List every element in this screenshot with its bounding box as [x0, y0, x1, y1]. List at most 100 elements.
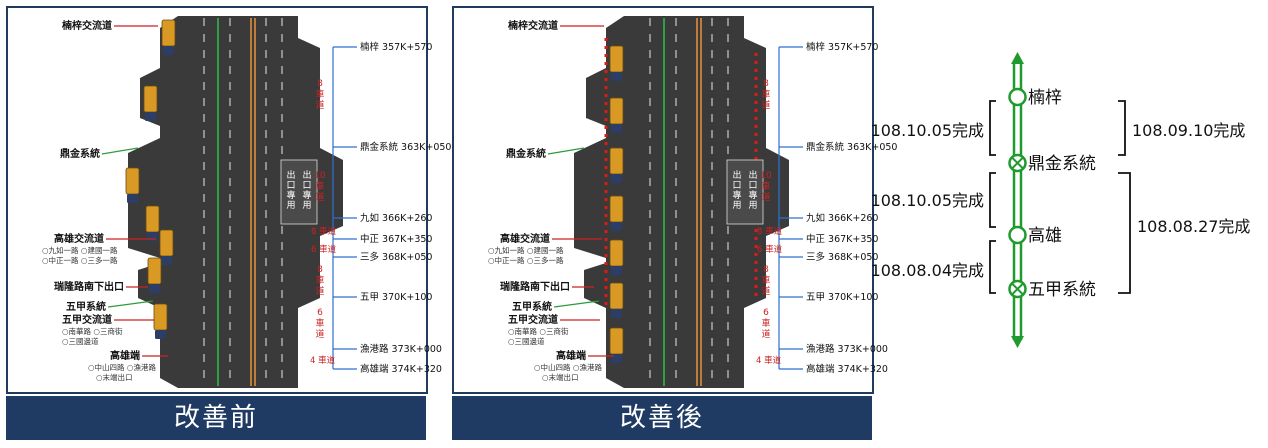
left-span-1-label: 108.10.05完成 — [871, 121, 984, 140]
label-kaohsiung-end-sub2: ○末端出口 — [96, 372, 133, 382]
road-right-bulge — [766, 148, 789, 236]
truck-6-cab — [611, 354, 622, 363]
station-label-nanzi: 楠梓 — [1028, 88, 1062, 108]
label-km-zhongzheng: 中正 367K+350 — [806, 233, 878, 245]
label-wujia-ic: 五甲交流道 — [508, 313, 558, 326]
label-km-dingjin: 鼎金系統 363K+050 — [360, 141, 451, 153]
label-km-nanzi: 楠梓 357K+570 — [360, 41, 432, 53]
right-span-2-label: 108.08.27完成 — [1137, 217, 1250, 236]
label-km-yugang: 漁港路 373K+000 — [806, 343, 888, 355]
station-label-wujia: 五甲系統 — [1028, 280, 1096, 300]
label-wujia-ic-sub2: ○三國邊道 — [508, 336, 545, 346]
exit-only-label-a: 出口專用 — [286, 169, 295, 211]
label-wujia-sys: 五甲系統 — [512, 300, 552, 313]
label-kaohsiung-ic: 高雄交流道 — [54, 232, 104, 245]
road-right-bulge — [320, 148, 343, 236]
after-caption: 改善後 — [452, 396, 872, 440]
truck-5-cab — [149, 284, 160, 293]
truck-4 — [609, 239, 624, 267]
truck-0-cab — [163, 46, 174, 55]
truck-1-cab — [145, 112, 156, 121]
label-wujia-sys: 五甲系統 — [66, 300, 106, 313]
label-ruilong: 瑞隆路南下出口 — [500, 280, 570, 293]
truck-1 — [143, 85, 158, 113]
truck-1-cab — [611, 124, 622, 133]
station-kaohsiung-marker — [1008, 225, 1027, 245]
truck-5 — [147, 257, 162, 285]
completion-timeline: 楠梓 鼎金系統 高雄 五甲系統 108.10.05完成 108.10.05完成 … — [848, 0, 1268, 444]
left-bracket-1 — [989, 100, 996, 156]
label-kaohsiung-end-sub1: ○中山四路 ○漁港路 — [534, 362, 602, 372]
road-body — [178, 16, 298, 388]
truck-3-cab — [611, 222, 622, 231]
label-km-zhongzheng: 中正 367K+350 — [360, 233, 432, 245]
lane-label-4: 4 車道 — [756, 355, 782, 366]
truck-3-cab — [147, 232, 158, 241]
leader-dingjin — [101, 147, 139, 155]
exit-only-label-a: 出口專用 — [732, 169, 741, 211]
label-km-jiuru: 九如 366K+260 — [360, 212, 432, 224]
truck-4 — [159, 229, 174, 257]
after-diagram-panel: 出口專用出口專用楠梓交流道鼎金系統高雄交流道○九如一路 ○建國一路○中正一路 ○… — [452, 6, 897, 394]
label-dingjin: 鼎金系統 — [60, 147, 100, 160]
truck-4-cab — [161, 256, 172, 265]
leader-wujia-sys — [553, 300, 600, 308]
label-km-yugang: 漁港路 373K+000 — [360, 343, 442, 355]
label-km-wujia: 五甲 370K+100 — [360, 292, 432, 303]
label-kaohsiung-end-sub1: ○中山四路 ○漁港路 — [88, 362, 156, 372]
label-km-wujia: 五甲 370K+100 — [806, 292, 878, 303]
truck-6-cab — [155, 330, 166, 339]
label-dingjin: 鼎金系統 — [506, 147, 546, 160]
truck-5 — [609, 282, 624, 310]
lane-label-8-small: 8 車道 — [757, 226, 783, 237]
label-km-sanduo: 三多 368K+050 — [806, 251, 878, 263]
label-kaohsiung-ic: 高雄交流道 — [500, 232, 550, 245]
road-left-widening — [574, 138, 606, 258]
truck-0-cab — [611, 72, 622, 81]
road-left-ramp-b — [584, 263, 606, 308]
truck-3 — [609, 195, 624, 223]
left-bracket-2 — [989, 172, 996, 228]
truck-0 — [609, 45, 624, 73]
label-kaohsiung-end: 高雄端 — [110, 349, 140, 362]
road-left-shoulder — [160, 16, 178, 388]
label-wujia-ic: 五甲交流道 — [62, 313, 112, 326]
label-kaohsiung-end-sub2: ○末端出口 — [542, 372, 579, 382]
label-km-dingjin: 鼎金系統 363K+050 — [806, 141, 897, 153]
station-label-dingjin: 鼎金系統 — [1028, 154, 1096, 174]
truck-2 — [609, 147, 624, 175]
truck-5-cab — [611, 309, 622, 318]
truck-1 — [609, 97, 624, 125]
station-label-kaohsiung: 高雄 — [1028, 226, 1062, 246]
lane-label-6-small: 6 車道 — [757, 244, 783, 255]
right-bracket-2 — [1118, 172, 1131, 294]
label-ruilong: 瑞隆路南下出口 — [54, 280, 124, 293]
label-km-kaohsiung-end: 高雄端 374K+320 — [360, 363, 442, 375]
route-schematic: 楠梓 鼎金系統 高雄 五甲系統 108.10.05完成 108.10.05完成 … — [871, 52, 1250, 348]
left-span-2-label: 108.10.05完成 — [871, 191, 984, 210]
label-km-nanzi: 楠梓 357K+570 — [806, 41, 878, 53]
label-kaohsiung-end: 高雄端 — [556, 349, 586, 362]
lane-label-6-small: 6 車道 — [311, 244, 337, 255]
before-caption: 改善前 — [6, 396, 426, 440]
left-bracket-3 — [989, 240, 996, 294]
leader-dingjin — [547, 147, 585, 155]
label-km-sanduo: 三多 368K+050 — [360, 251, 432, 263]
truck-3 — [145, 205, 160, 233]
lane-label-8-small: 8 車道 — [311, 226, 337, 237]
label-nanzi-ic: 楠梓交流道 — [61, 19, 112, 32]
exit-only-box — [726, 159, 764, 225]
right-span-1-label: 108.09.10完成 — [1132, 121, 1245, 140]
label-kaohsiung-ic-sub1: ○九如一路 ○建國一路 — [488, 245, 564, 255]
lane-label-4: 4 車道 — [310, 355, 336, 366]
station-nanzi-marker — [1008, 87, 1027, 107]
label-nanzi-ic: 楠梓交流道 — [507, 19, 558, 32]
